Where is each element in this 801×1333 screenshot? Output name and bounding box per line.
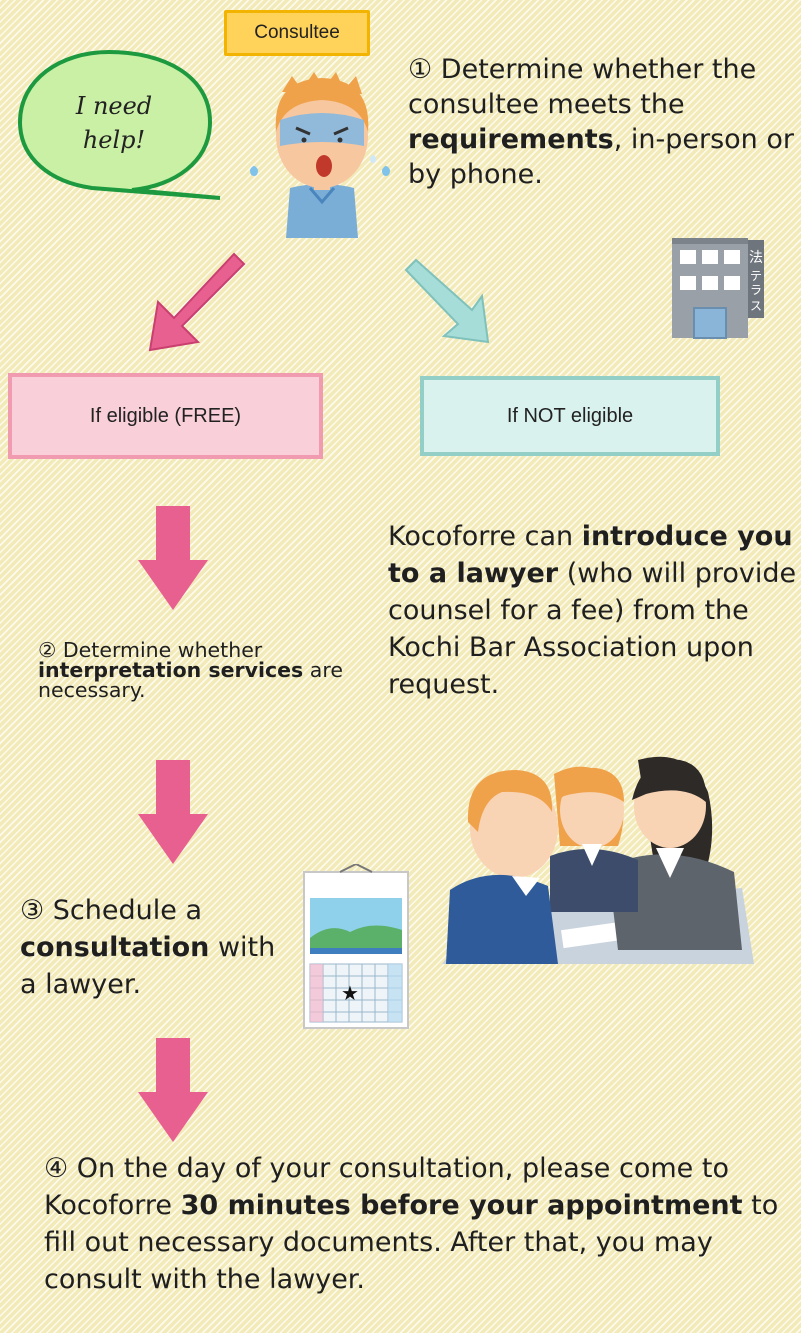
kocoforre-bold: introduce you to a lawyer bbox=[388, 521, 793, 589]
step2-text: ② Determine whether interpretation servi… bbox=[38, 638, 368, 702]
not-eligible-box: If NOT eligible bbox=[420, 376, 720, 456]
step4-lead: ④ On the day of your consultation, pleas… bbox=[44, 1153, 729, 1221]
kocoforre-text: Kocoforre can introduce you to a lawyer … bbox=[388, 518, 798, 703]
consultee-tag: Consultee bbox=[224, 10, 370, 56]
svg-text:ス: ス bbox=[750, 299, 762, 313]
step1-text: ① Determine whether the consultee meets … bbox=[408, 52, 800, 192]
eligible-box: If eligible (FREE) bbox=[8, 373, 323, 459]
arrow-eligible-icon bbox=[148, 252, 246, 352]
calendar-star-icon: ★ bbox=[341, 981, 359, 1005]
down-arrow-2-icon bbox=[138, 760, 208, 864]
step2-lead: ② Determine whether bbox=[38, 638, 263, 662]
step3-lead: ③ Schedule a bbox=[20, 895, 202, 926]
svg-text:ラ: ラ bbox=[750, 283, 762, 297]
step4-text: ④ On the day of your consultation, pleas… bbox=[44, 1150, 784, 1298]
step3-bold: consultation bbox=[20, 932, 210, 963]
step3-text: ③ Schedule a consultation with a lawyer. bbox=[20, 892, 300, 1003]
building-sign: 法 bbox=[749, 250, 763, 266]
lawyer-meeting-icon bbox=[442, 756, 754, 964]
office-building-icon: 法 テ ラ ス bbox=[672, 238, 764, 339]
worried-person-icon bbox=[250, 72, 390, 238]
step4-bold: 30 minutes before your appointment bbox=[180, 1190, 743, 1221]
step3-tail: with a lawyer. bbox=[20, 932, 276, 1000]
step4-tail: to fill out necessary documents. After t… bbox=[44, 1190, 779, 1295]
step1-tail: , in-person or by phone. bbox=[408, 124, 794, 190]
step2-bold: interpretation services bbox=[38, 658, 304, 682]
kocoforre-tail: (who will provide counsel for a fee) fro… bbox=[388, 558, 797, 700]
svg-text:テ: テ bbox=[750, 269, 762, 283]
arrow-not-eligible-icon bbox=[404, 258, 490, 344]
step1-bold: requirements bbox=[408, 124, 614, 155]
down-arrow-1-icon bbox=[138, 506, 208, 610]
kocoforre-lead: Kocoforre can bbox=[388, 521, 582, 552]
step1-lead: ① Determine whether the consultee meets … bbox=[408, 54, 757, 120]
step2-tail: are necessary. bbox=[38, 658, 343, 702]
eligible-label: If eligible (FREE) bbox=[89, 404, 242, 427]
down-arrow-3-icon bbox=[138, 1038, 208, 1142]
calendar-icon: ★ bbox=[303, 864, 409, 1029]
not-eligible-label: If NOT eligible bbox=[506, 404, 634, 427]
